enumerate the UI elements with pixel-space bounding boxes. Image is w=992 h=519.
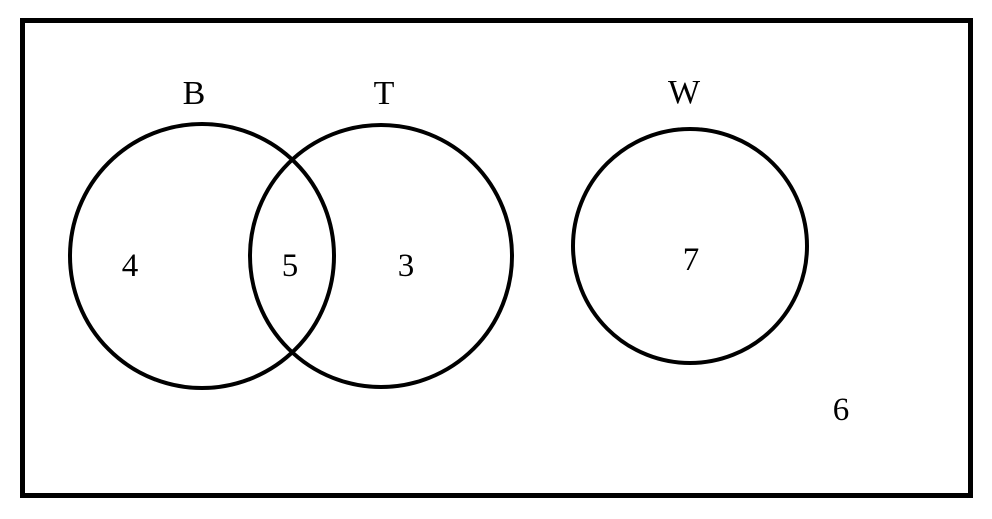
region-count-t-only: 3 <box>398 248 415 284</box>
universal-set-rectangle <box>20 18 973 498</box>
region-count-b-only: 4 <box>122 248 139 284</box>
set-circle-w <box>571 127 809 365</box>
set-label-t: T <box>374 75 395 112</box>
set-circle-t <box>248 123 514 389</box>
set-label-w: W <box>668 74 701 111</box>
region-count-outside: 6 <box>833 392 850 428</box>
region-count-b-and-t: 5 <box>282 248 299 284</box>
region-count-w-only: 7 <box>683 242 700 278</box>
set-circle-b <box>68 122 336 390</box>
set-label-b: B <box>183 75 206 112</box>
